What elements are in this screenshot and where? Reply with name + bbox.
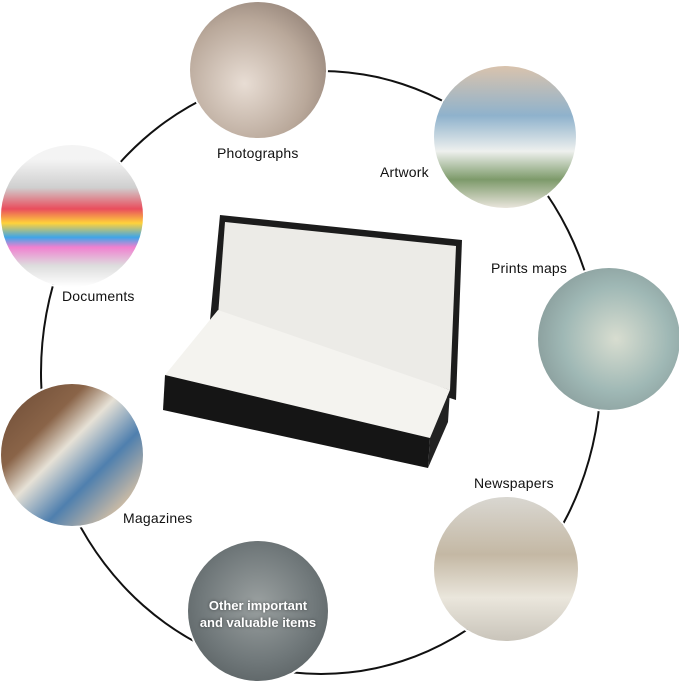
photographs-photo	[190, 2, 326, 138]
newspapers-photo	[434, 497, 578, 641]
magazines-photo	[1, 384, 143, 526]
documents-photo	[1, 145, 143, 287]
valuables-photo	[188, 541, 328, 681]
newspapers-label: Newspapers	[474, 475, 554, 491]
photographs-label: Photographs	[217, 145, 299, 161]
artwork-label: Artwork	[380, 164, 429, 180]
documents-label: Documents	[62, 288, 135, 304]
valuables-label: Other important and valuable items	[188, 597, 328, 631]
valuables-label-line1: Other important	[208, 598, 308, 613]
maps-label: Prints maps	[491, 260, 568, 276]
maps-photo	[538, 268, 679, 410]
storage-box-image	[163, 215, 462, 468]
artwork-photo	[434, 66, 576, 208]
valuables-label-line2: and valuable items	[199, 615, 317, 630]
magazines-label: Magazines	[123, 510, 193, 526]
